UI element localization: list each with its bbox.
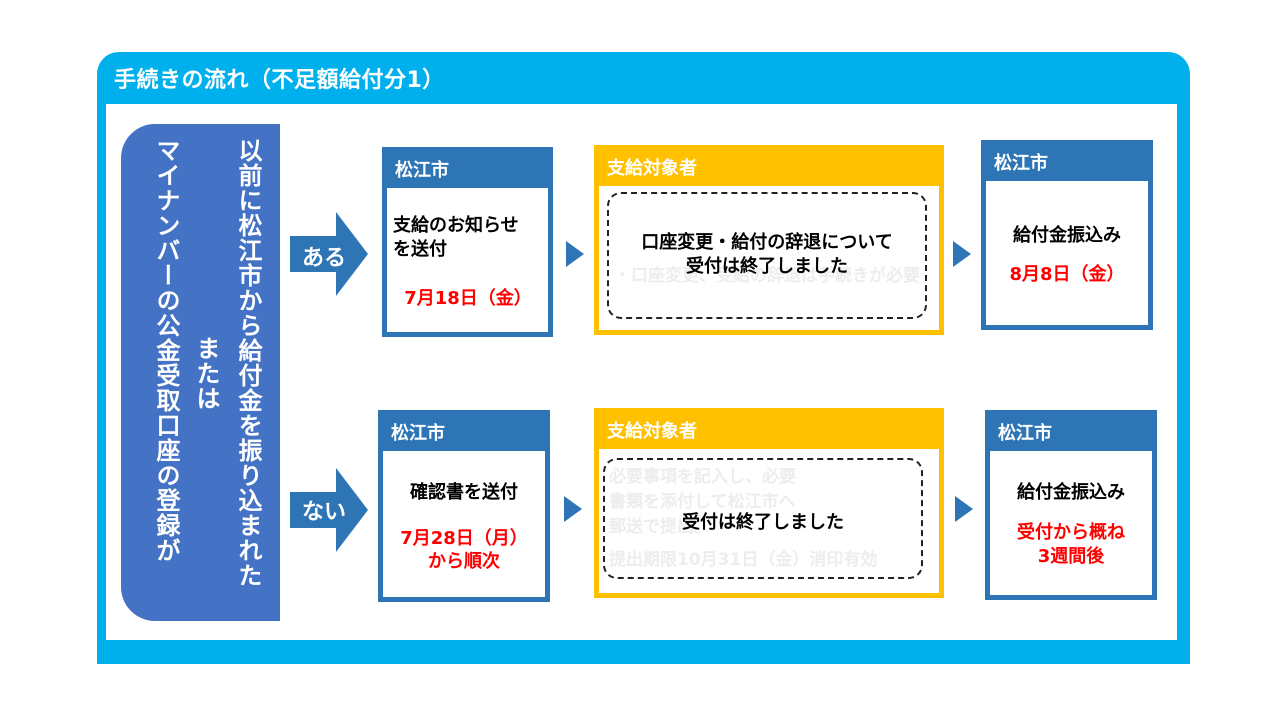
payment-yes-date: 8月8日（金） bbox=[1009, 264, 1125, 285]
ghost-text-no-1: 必要事項を記入し、必要 bbox=[609, 467, 796, 487]
payment-no-date: 受付から概ね bbox=[1017, 522, 1125, 543]
ghost-text-no-2: 書類を添付して松江市へ bbox=[609, 492, 796, 512]
yes-arrow-label: ある bbox=[302, 246, 347, 271]
flow-arrow-3 bbox=[564, 496, 582, 522]
city-confirm-header: 松江市 bbox=[383, 415, 545, 451]
city-confirm-date: 7月28日（月） bbox=[400, 528, 528, 549]
city-notice-date: 7月18日（金） bbox=[404, 288, 532, 309]
condition-text-line3: マイナンバーの公金受取口座の登録が bbox=[152, 138, 180, 563]
closed-notice-yes-line2: 受付は終了しました bbox=[686, 256, 848, 277]
payment-box-yes-header: 松江市 bbox=[986, 145, 1148, 181]
city-notice-text-1: 支給のお知らせ bbox=[393, 215, 519, 236]
closed-notice-no-line1: 受付は終了しました bbox=[682, 512, 844, 533]
payment-no-text: 給付金振込み bbox=[1017, 482, 1125, 503]
city-confirm-date-note: から順次 bbox=[428, 551, 500, 572]
city-notice-text-2: を送付 bbox=[393, 239, 447, 260]
payment-yes-text: 給付金振込み bbox=[1013, 225, 1121, 246]
payment-box-yes: 松江市 bbox=[981, 140, 1153, 330]
yes-arrow bbox=[290, 212, 368, 296]
payment-no-date-note: 3週間後 bbox=[1037, 546, 1105, 567]
target-box-yes-header: 支給対象者 bbox=[599, 150, 939, 186]
payment-box-no: 松江市 bbox=[985, 410, 1157, 600]
condition-text-or: または bbox=[192, 335, 220, 411]
ghost-text-no-4: 提出期限10月31日（金）消印有効 bbox=[609, 550, 878, 570]
flow-arrow-1 bbox=[566, 241, 584, 267]
closed-notice-yes-line1: 口座変更・給付の辞退について bbox=[641, 232, 893, 253]
target-box-no-header: 支給対象者 bbox=[599, 413, 939, 449]
target-box-no: 支給対象者 bbox=[594, 408, 944, 598]
city-notice-header: 松江市 bbox=[387, 152, 548, 188]
no-arrow-label: ない bbox=[302, 500, 347, 525]
page-title: 手続きの流れ（不足額給付分1） bbox=[114, 68, 445, 93]
city-notice-box: 松江市 bbox=[382, 147, 553, 337]
ghost-text-yes: ・口座変更、受給の辞退は手続きが必要 bbox=[614, 266, 920, 286]
city-confirm-text: 確認書を送付 bbox=[410, 482, 518, 503]
flow-arrow-2 bbox=[953, 241, 971, 267]
flow-arrow-4 bbox=[955, 496, 973, 522]
no-arrow bbox=[290, 468, 368, 552]
city-confirm-box: 松江市 bbox=[378, 410, 550, 602]
payment-box-no-header: 松江市 bbox=[990, 415, 1152, 451]
closed-notice-no bbox=[603, 458, 923, 579]
target-box-yes: 支給対象者 bbox=[594, 145, 944, 335]
closed-notice-yes bbox=[607, 192, 927, 319]
condition-panel: 以前に松江市から給付金を振り込まれた または マイナンバーの公金受取口座の登録が bbox=[121, 124, 280, 621]
condition-text-line1: 以前に松江市から給付金を振り込まれた bbox=[234, 138, 262, 588]
ghost-text-no-3: 郵送で提出。 bbox=[609, 517, 711, 537]
